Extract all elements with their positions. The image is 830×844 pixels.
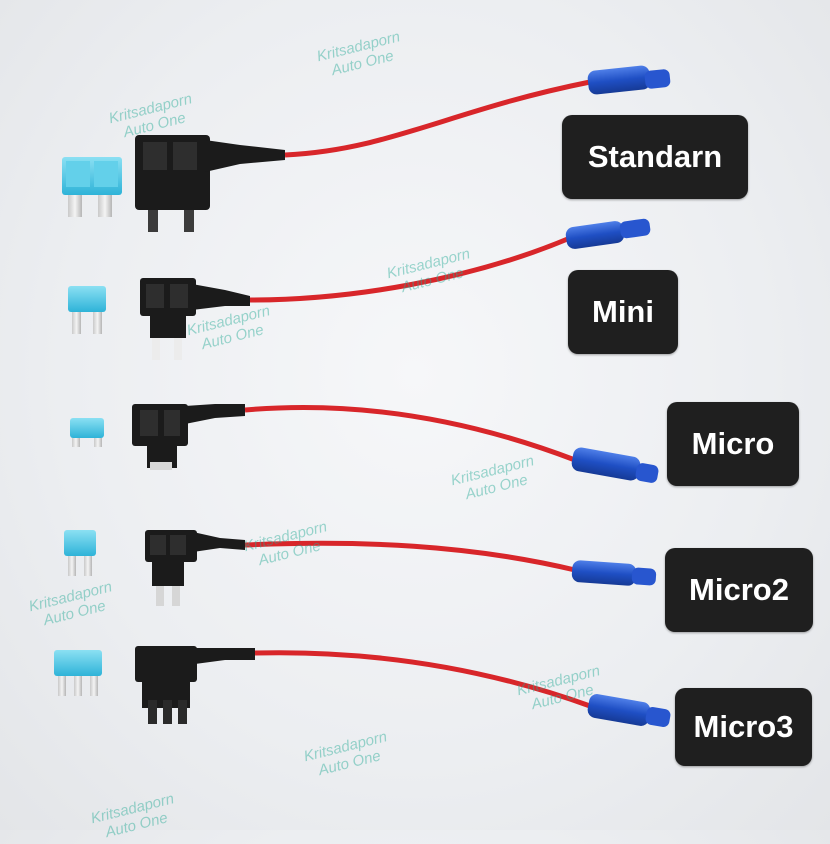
micro-fuse-holder bbox=[132, 404, 245, 470]
label-micro2: Micro2 bbox=[665, 548, 813, 632]
standard-fuse-holder bbox=[135, 135, 285, 232]
label-micro: Micro bbox=[667, 402, 799, 486]
label-standard: Standarn bbox=[562, 115, 748, 199]
micro-wire bbox=[244, 404, 576, 463]
standard-connector bbox=[587, 65, 671, 95]
mini-wire bbox=[249, 235, 571, 303]
micro2-fuse-holder bbox=[145, 530, 245, 606]
standard-wire bbox=[284, 79, 591, 158]
micro3-wire bbox=[254, 650, 591, 709]
mini-fuse-holder bbox=[140, 278, 250, 360]
micro2-wire bbox=[244, 540, 576, 573]
label-mini: Mini bbox=[568, 270, 678, 354]
micro3-connector bbox=[587, 694, 671, 727]
label-micro3: Micro3 bbox=[675, 688, 812, 766]
mini-fuse bbox=[68, 286, 106, 334]
micro-connector bbox=[571, 447, 659, 483]
mini-connector bbox=[565, 218, 651, 249]
standard-fuse bbox=[62, 157, 122, 217]
micro2-fuse bbox=[64, 530, 96, 576]
micro2-connector bbox=[571, 560, 657, 586]
micro3-fuse-holder bbox=[135, 646, 255, 724]
micro3-fuse bbox=[54, 650, 102, 696]
micro-fuse bbox=[70, 418, 104, 447]
